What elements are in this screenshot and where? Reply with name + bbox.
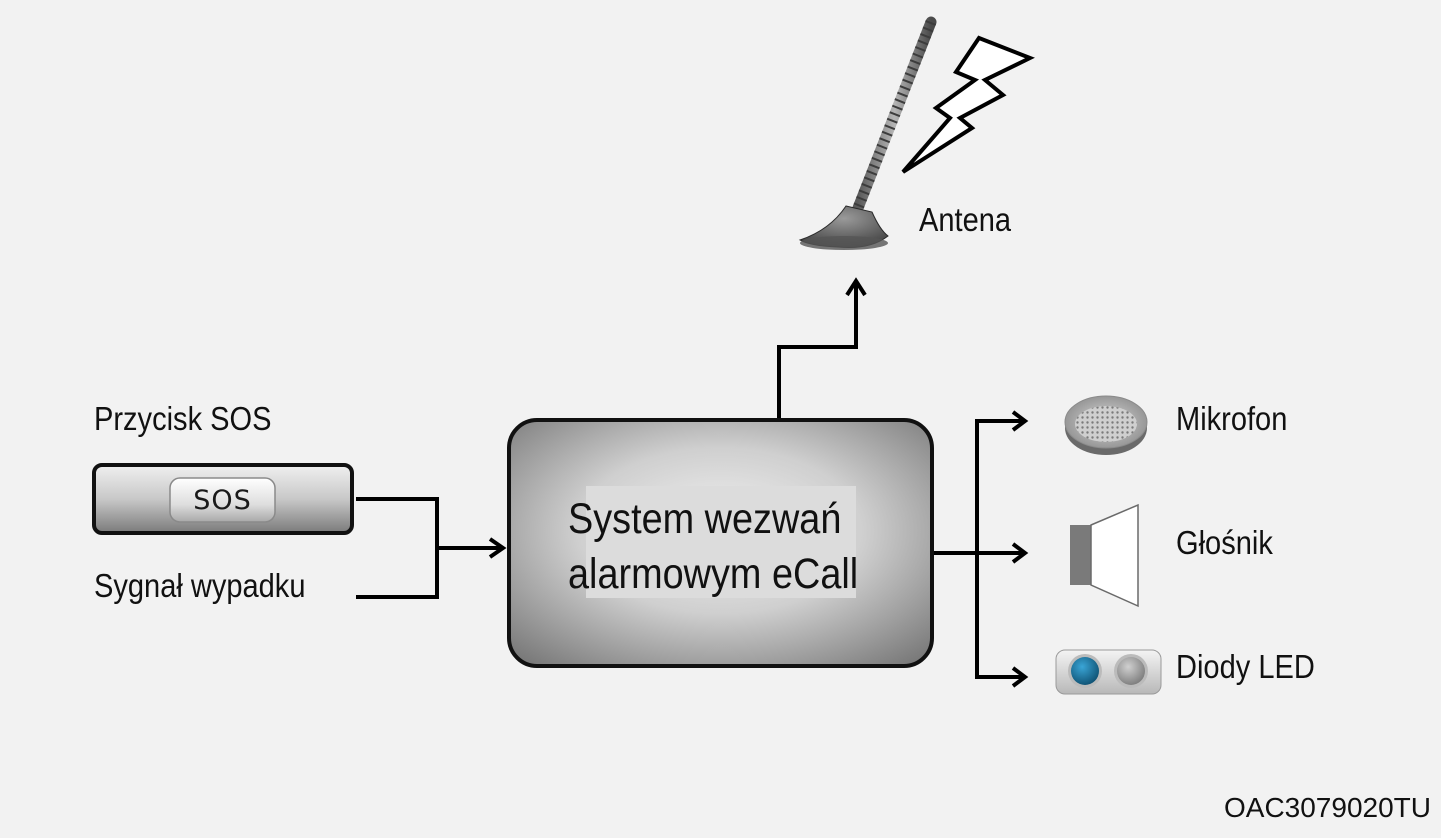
sos-button xyxy=(169,477,276,523)
title-line-2: alarmowym eCall xyxy=(568,550,859,598)
antenna-label: Antena xyxy=(919,201,1012,238)
output-connector xyxy=(934,410,1029,688)
input-connector xyxy=(356,497,507,599)
speaker-label: Głośnik xyxy=(1176,524,1273,561)
led-label: Diody LED xyxy=(1176,648,1315,685)
microphone-label: Mikrofon xyxy=(1176,400,1288,437)
signal-bolt-icon xyxy=(901,35,1035,174)
speaker-icon xyxy=(1070,503,1139,608)
sos-button-text: SOS xyxy=(193,484,252,516)
microphone-icon xyxy=(1064,395,1148,455)
title-line-1: System wezwań xyxy=(568,495,842,543)
sos-button-label: Przycisk SOS xyxy=(94,400,272,437)
antenna-connector xyxy=(777,277,867,418)
image-code: OAC3079020TU xyxy=(1223,792,1431,823)
antenna-icon xyxy=(798,16,937,250)
led-icon xyxy=(1055,649,1162,695)
ecall-unit-title: System wezwań alarmowym eCall xyxy=(568,486,858,598)
crash-signal-label: Sygnał wypadku xyxy=(94,567,306,604)
